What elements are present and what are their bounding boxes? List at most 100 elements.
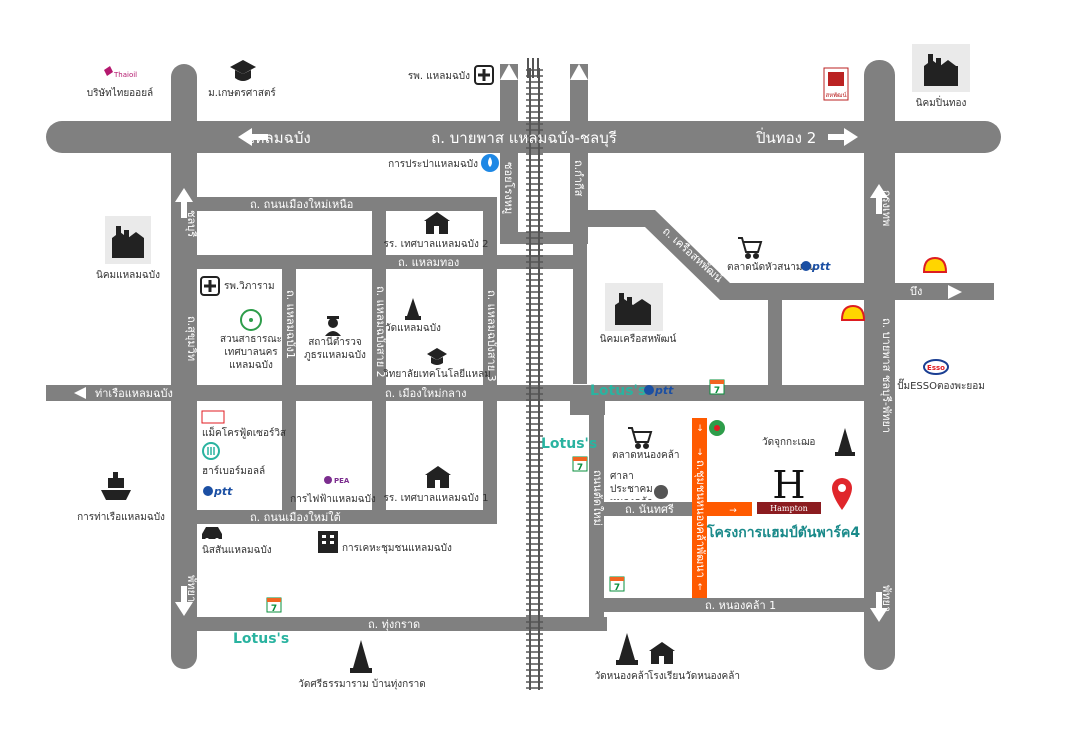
road-corner [570,401,605,415]
school2-label: รร. เทศบาลแหลมฉบัง 2 [384,239,489,250]
laem-chabang1-label: ถ. แหลมฉบัง1 [284,290,297,359]
vikaram-label: รพ.วิภาราม [224,281,275,292]
hospital-laem-label: รพ. แหลมฉบัง [408,71,470,82]
pea-logo-icon: PEA [324,476,350,485]
new-road-vertical-label: ถนนตัดใหม่ [591,470,604,526]
lotus-logo: Lotus's [590,383,646,399]
makro-label: แม็คโครฟู้ดเซอร์วิส [202,425,286,439]
sukhumvit-label: ถ.สุขุมวิท [185,316,198,361]
nanthasri-road [604,502,692,516]
temple-icon [838,428,852,452]
makro-logo-icon [201,410,225,424]
seven-text: 7 [577,463,583,473]
railway [527,58,542,690]
lotus-logo: Lotus's [233,631,289,647]
main-highway [46,121,1001,153]
thaioil-logo-text: Thaioil [113,71,137,79]
school1-label: รร. เทศบาลแหลมฉบัง 1 [384,493,489,504]
soi-rong-moo-label: ซอยโรงหมู [502,162,516,214]
school-icon [425,466,451,488]
building-icon [318,531,338,553]
car-icon [202,527,222,542]
to-pattaya-right-label: พัทยา [880,585,893,612]
port-label: การท่าเรือแหลมฉบัง [77,511,165,523]
community-hall-icon [654,485,668,499]
temple-laem-label: วัดแหลมฉบัง [385,323,441,334]
railway-ties [526,69,543,689]
to-pinthong2-label: ปิ่นทอง 2 [755,127,816,147]
nanthasri-label: ถ. นันทศรี [625,503,674,516]
wat-nong-kla-label: วัดหนองคล้า [595,670,650,682]
location-pin-icon [832,478,852,510]
kasetsart-label: ม.เกษตรศาสตร์ [208,87,276,99]
thung-krat-road [197,617,607,631]
market-thai-label: ตลาดนัดหัวสนามบิน [727,262,816,273]
esso-label: ปั๊มESSOตองพะยอม [897,378,985,392]
project-road-arrows: ↓ ↓ → ↑ [696,424,737,593]
pea-label: การไฟฟ้าแหลมฉบัง [290,493,376,505]
laem-chabang3-label: ถ. แหลมฉบังสาย 3 [485,290,498,382]
soi-rong-moo-road [500,64,518,244]
wat-chukkra-label: วัดจุกกะเฌอ [762,437,815,448]
nikom-laem-label: นิคมแหลมฉบัง [96,270,160,281]
seven-text: 7 [271,604,277,614]
seven-eleven-icon: 7 [572,456,588,473]
sahapat-logo-text: สหพัฒน์ [825,91,846,99]
north-road-label: ถ. ถนนเมืองใหม่เหนือ [250,198,353,211]
right-highway [864,60,895,670]
kamkhi-road [570,64,588,244]
police-label: สถานีตำรวจภูธรแหลมฉบัง [304,337,366,361]
north-road [197,197,497,211]
kamkhi-label: ถ.กำกีส [572,160,585,197]
park-label-box: สวนสาธารณะเทศบาลนครแหลมฉบัง [220,334,282,371]
seven-eleven-icon: 7 [266,597,282,614]
svg-text:↓: ↓ [696,448,704,458]
shopping-cart-icon [738,237,763,259]
right-highway-label: ถ. บายพาส ชลบุรี-พัทยา [880,318,893,433]
middle-road-label: ถ. เมืองใหม่กลาง [385,387,466,400]
ptt-logo-icon: ptt [644,384,674,397]
to-bangkok-label: กรุงเทพ [880,190,893,226]
to-pattaya-left-label: พัทยา [185,575,198,602]
temple-icon [353,640,369,668]
svg-text:↓: ↓ [696,424,704,434]
temple-icon [407,298,419,316]
esso-logo-icon: Esso [923,359,949,375]
project-label: โครงการแฮมป์ตันพาร์ค4 [706,523,860,541]
places: Thaioil บริษัทไทยออยล์ ม.เกษตรศาสตร์ รพ.… [77,44,985,690]
to-chonburi-label: ชลบุรี [185,210,198,237]
seven-text: 7 [614,583,620,593]
nissan-label: นิสสันแหลมฉบัง [202,545,272,556]
school-icon [424,212,450,234]
thaioil-label: บริษัทไทยออยล์ [87,87,153,99]
laem-chabang3-road [483,197,497,524]
ptt-text: ptt [654,384,674,397]
sala-label: ศาลาประชาคมหนองคล้า [610,471,653,500]
pea-text: PEA [334,477,350,485]
new-road-vertical [589,401,604,631]
laem-chabang2-label: ถ. แหลมฉบังสาย 2 [374,286,387,378]
nong-kla-1-label: ถ. หนองคล้า 1 [705,599,776,612]
esso-text: Esso [927,364,945,372]
nong-kla-mai-label: ถ. หนองคล้าใหม่ [675,402,756,415]
thung-krat-label: ถ. ทุ่งกราด [368,618,420,631]
ptt-logo-icon: ptt [203,485,233,498]
harbor-mall-icon [202,442,220,460]
shopping-cart-icon [628,427,653,449]
hampton-logo: H [772,463,805,507]
to-bung-label: บึง [910,285,922,298]
factory-icon [605,283,663,331]
school-icon [649,642,675,664]
laem-thong-label: ถ. แหลมทอง [398,256,459,269]
seven-eleven-icon: 7 [609,576,625,593]
to-laem-chabang-label: แหลมฉบัง [245,129,311,147]
project-roads [692,418,752,598]
nikom-pinthong-label: นิคมปิ่นทอง [916,95,967,109]
laem-chabang1-road [282,269,296,510]
hampton-banner [757,502,821,514]
seven-eleven-icon: 7 [709,379,725,396]
school-wat-label: โรงเรียนวัดหนองคล้า [648,669,740,682]
kruea-sahapat-label: ถ. เครือสหพัฒน์ [660,225,726,286]
wat-sri-label: วัดศรีธรรมาราม บ้านทุ่งกราด [298,678,425,690]
